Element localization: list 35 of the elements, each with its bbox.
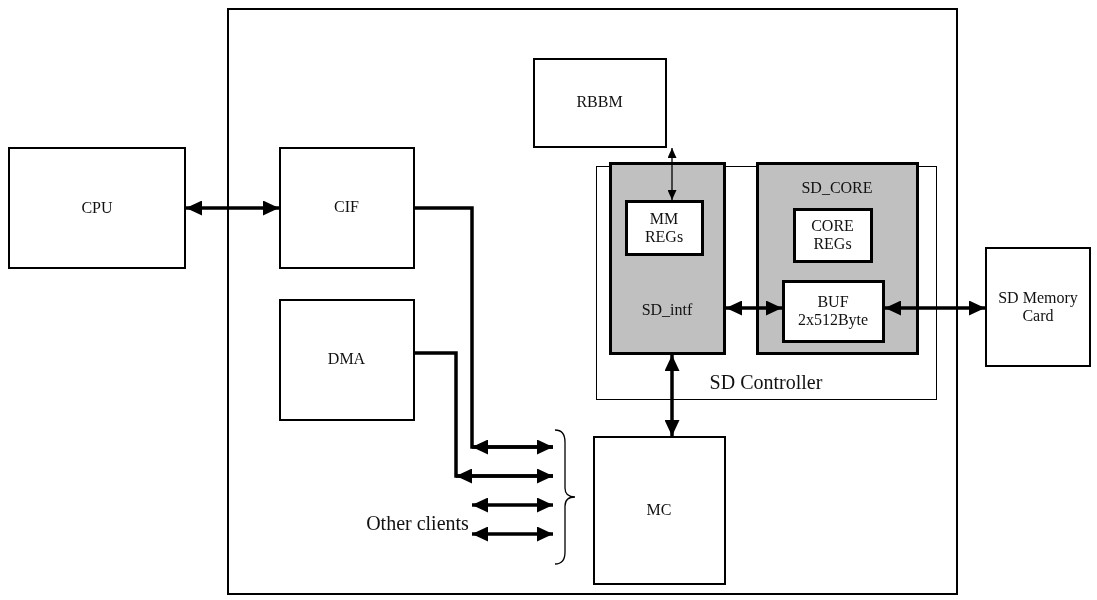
block [8, 147, 186, 269]
chip-frame [227, 8, 958, 595]
double-arrow [186, 200, 279, 216]
double-arrow [472, 526, 554, 542]
double-arrow [415, 351, 553, 484]
block [532, 57, 667, 148]
module-block [755, 161, 919, 355]
text-label: Other clients [365, 512, 470, 535]
block [592, 435, 726, 585]
group-frame [595, 165, 937, 400]
block-label: CORE REGs [810, 217, 855, 253]
block [278, 146, 415, 269]
block-label: SD_CORE [800, 178, 874, 197]
block-label: RBBM [575, 93, 624, 111]
module-block [608, 161, 726, 355]
double-arrow [415, 206, 553, 455]
buffer-block [781, 279, 885, 343]
double-arrow [667, 147, 677, 201]
block-label: BUF 2x512Byte [796, 293, 870, 329]
block [985, 247, 1091, 367]
register-block [792, 207, 873, 263]
double-arrow [472, 497, 554, 513]
block [278, 298, 415, 421]
block-label: SD_intf [640, 300, 694, 319]
block-label: CPU [80, 198, 114, 217]
block-label: DMA [326, 350, 367, 368]
double-arrow [726, 300, 782, 316]
block-label: SD Memory Card [997, 288, 1079, 325]
block-label: SD Controller [708, 370, 824, 393]
block-label: MC [645, 500, 673, 519]
double-arrow [664, 355, 680, 436]
double-arrow [885, 300, 985, 316]
register-block [624, 199, 704, 256]
block-label: MM REGs [643, 209, 685, 246]
block-label: CIF [333, 198, 360, 216]
